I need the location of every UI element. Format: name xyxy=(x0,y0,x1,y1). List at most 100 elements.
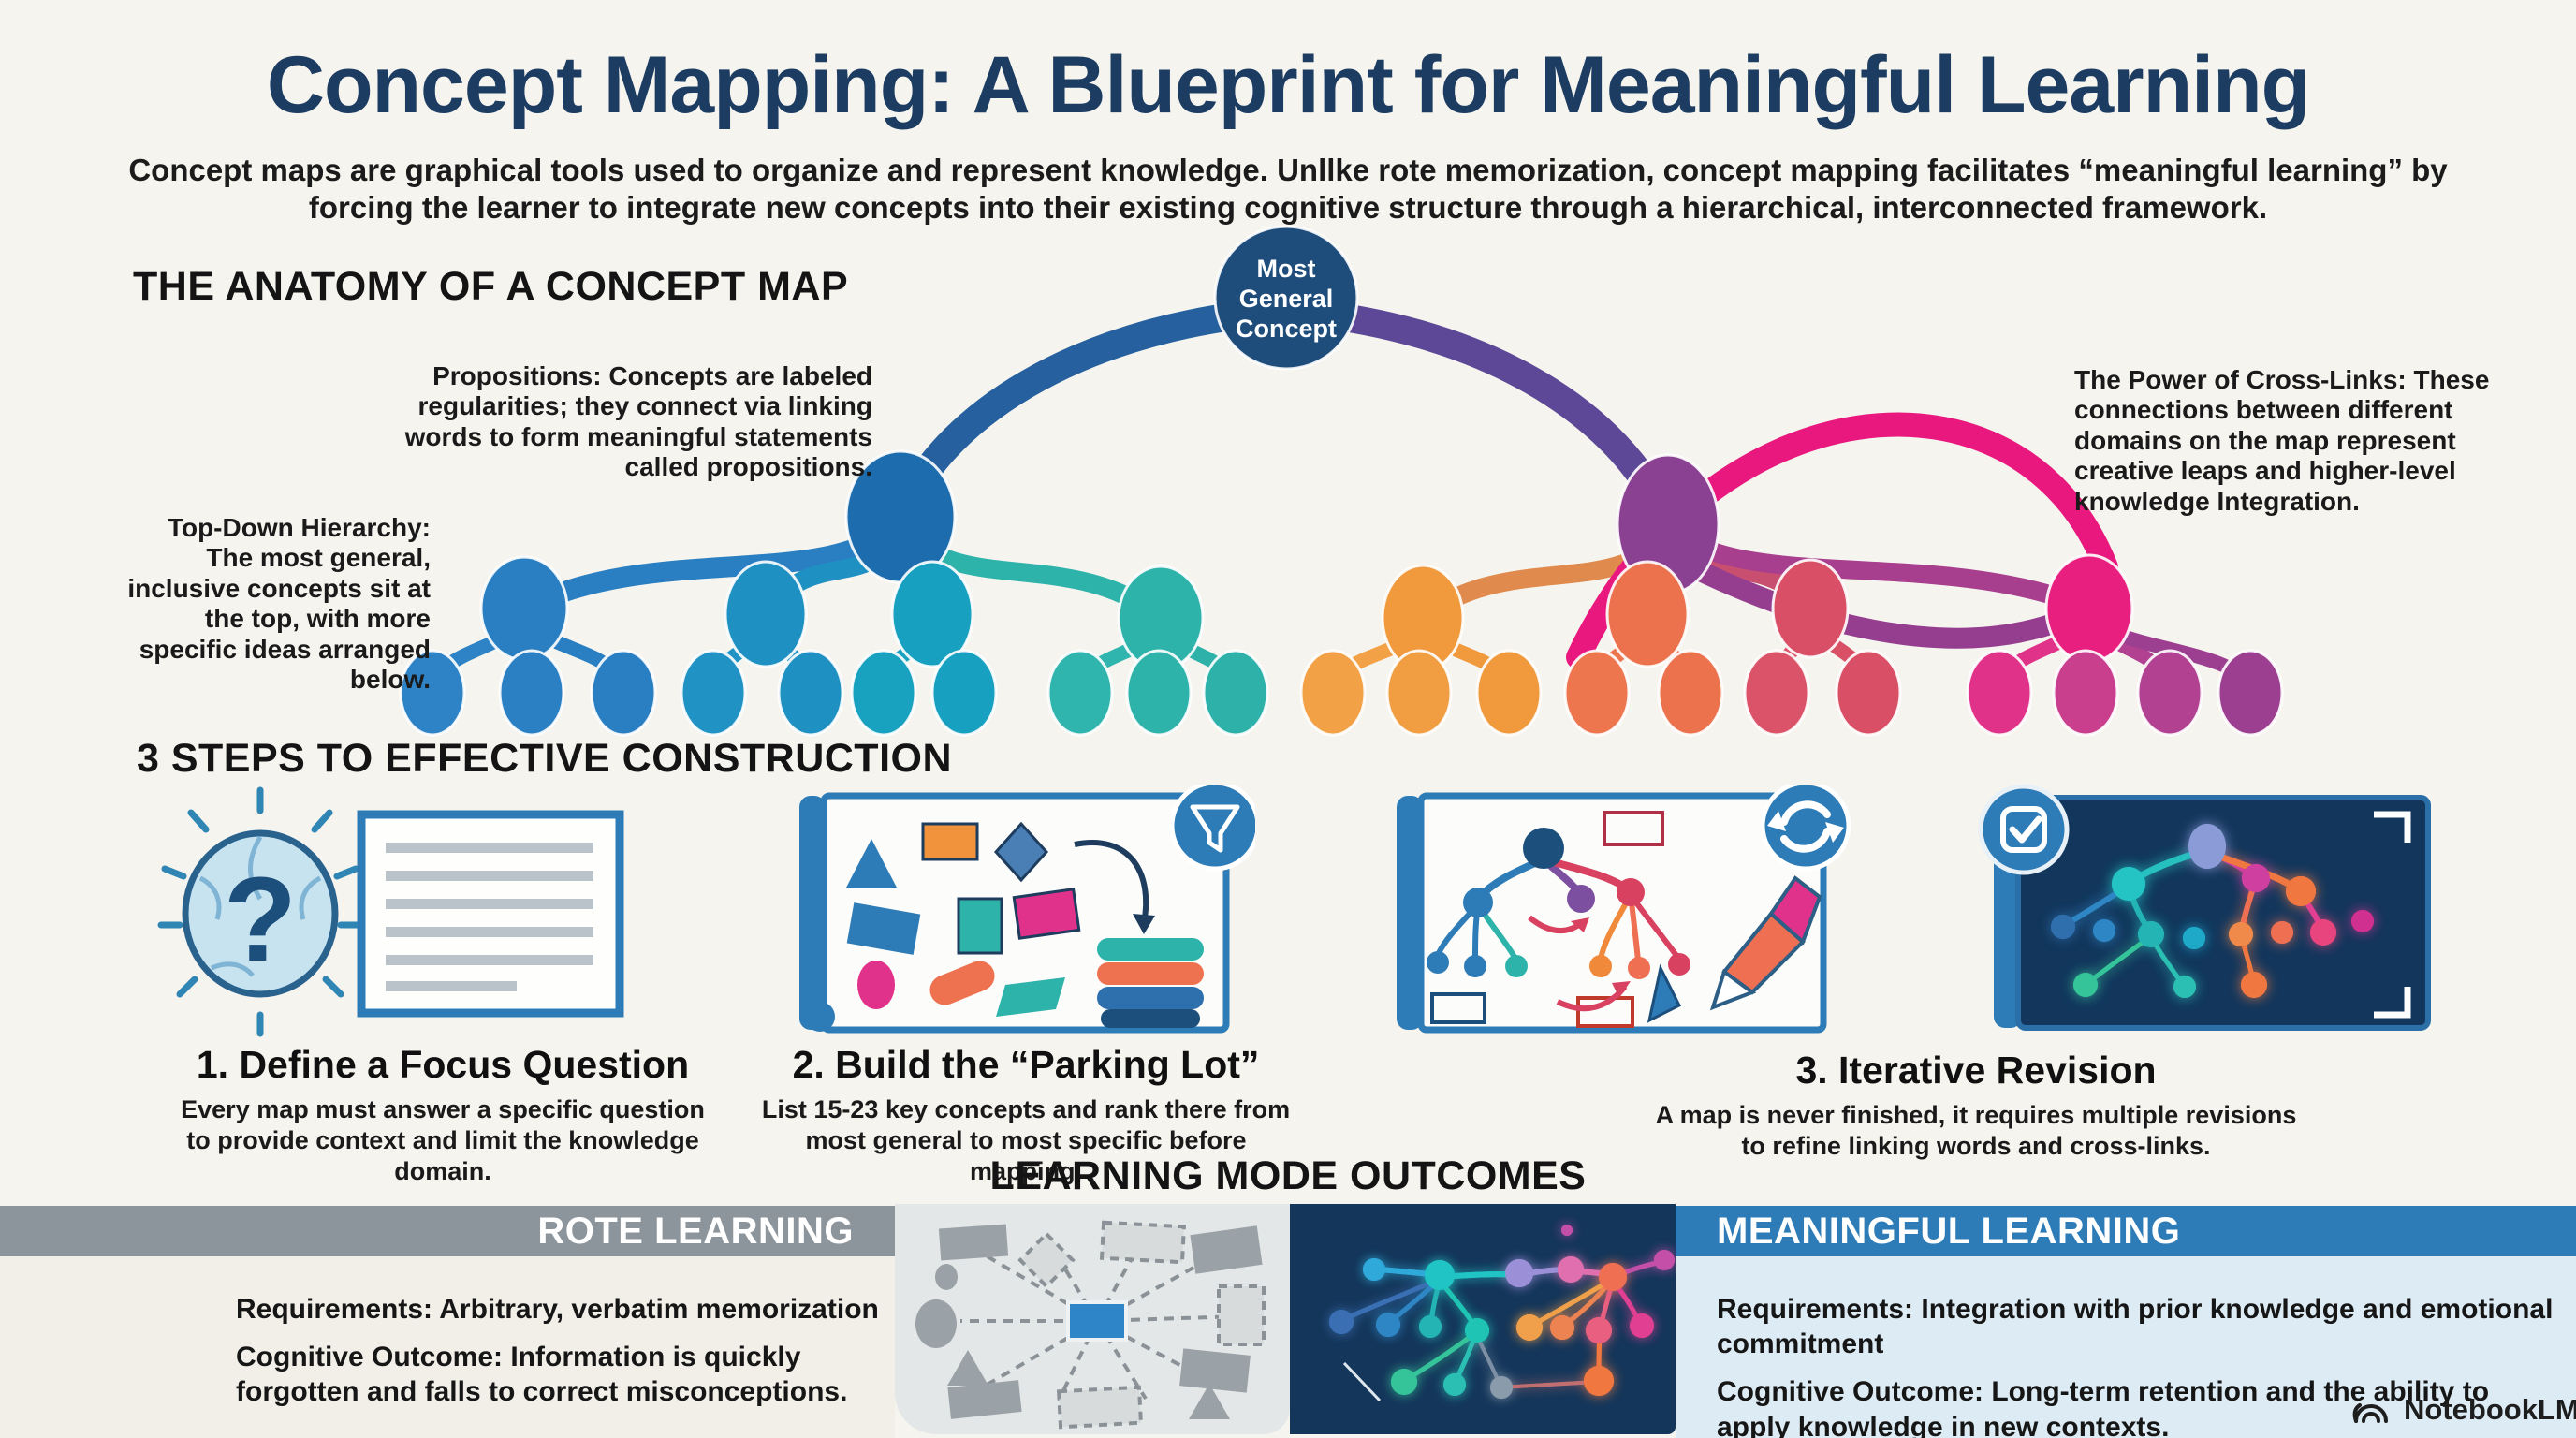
tree-link xyxy=(925,607,972,700)
outcomes-section-heading: LEARNING MODE OUTCOMES xyxy=(989,1153,1587,1198)
page-title: Concept Mapping: A Blueprint for Meaning… xyxy=(266,40,2310,130)
rote-learning-header-bar: ROTE LEARNING xyxy=(0,1206,895,1256)
rote-learning-text: Requirements: Arbitrary, verbatim memori… xyxy=(236,1292,882,1423)
rote-learning-panel: Requirements: Arbitrary, verbatim memori… xyxy=(0,1256,895,1438)
concept-node xyxy=(724,560,808,668)
rote-requirements-label: Requirements: xyxy=(236,1294,433,1325)
concept-node xyxy=(498,649,565,737)
step2-text: List 15-23 key concepts and rank there f… xyxy=(761,1095,1291,1185)
tree-link xyxy=(1415,610,1516,700)
watermark-label: NotebookLM xyxy=(2404,1393,2576,1426)
step3-caption: 3. Iterative Revision A map is never fin… xyxy=(1646,1049,2306,1162)
concept-node xyxy=(1385,649,1453,737)
tree-link xyxy=(2078,601,2097,700)
document-lines-icon xyxy=(357,810,624,1018)
meaningful-learning-header-bar: MEANINGFUL LEARNING xyxy=(1676,1206,2576,1256)
propositions-label: Propositions: xyxy=(432,361,602,390)
tree-link xyxy=(706,607,773,700)
concept-node xyxy=(1657,649,1724,737)
notebooklm-watermark: NotebookLM xyxy=(2351,1393,2576,1427)
concept-node xyxy=(2217,649,2284,737)
concept-node xyxy=(1117,565,1205,671)
meaningful-requirements-label: Requirements: xyxy=(1717,1294,1914,1325)
tree-link xyxy=(1992,601,2097,700)
tree-link xyxy=(1325,610,1430,700)
anatomy-section-heading: THE ANATOMY OF A CONCEPT MAP xyxy=(133,264,849,309)
tree-link xyxy=(2082,601,2258,700)
tree-link xyxy=(886,297,1300,531)
parking-lot-board-icon xyxy=(799,780,1261,1034)
concept-node xyxy=(2044,553,2134,664)
propositions-text: Concepts are labeled regularities; they … xyxy=(404,361,872,482)
tree-link xyxy=(1660,516,1819,617)
concept-node xyxy=(680,649,747,737)
cross-links-text: These connections between different doma… xyxy=(2074,365,2490,516)
cross-links-annotation: The Power of Cross-Links: These connecti… xyxy=(2074,365,2535,517)
concept-node xyxy=(1046,649,1114,737)
rote-outcome-text: Information is quickly forgotten and fal… xyxy=(236,1342,848,1408)
refresh-badge-icon xyxy=(1760,780,1852,872)
step3-title: 3. Iterative Revision xyxy=(1795,1049,2157,1092)
rote-requirements-text: Arbitrary, verbatim memorization xyxy=(432,1294,879,1325)
rote-outcome-label: Cognitive Outcome: xyxy=(236,1342,504,1373)
meaningful-outcome-text: Long-term retention and the ability to a… xyxy=(1717,1376,2490,1438)
step1-caption: 1. Define a Focus Question Every map mus… xyxy=(178,1043,708,1187)
tree-link xyxy=(1638,515,1677,624)
pen-icon xyxy=(1647,875,1822,1023)
concept-node xyxy=(479,555,569,662)
concept-node xyxy=(1616,453,1720,595)
step1-illustration: ? xyxy=(157,785,640,1041)
step3-text: A map is never finished, it requires mul… xyxy=(1655,1101,2297,1160)
concept-node xyxy=(1381,564,1465,672)
corner-brackets-icon xyxy=(2374,811,2411,1019)
tree-link xyxy=(517,601,631,700)
propositions-annotation: Propositions: Concepts are labeled regul… xyxy=(393,361,872,483)
step3-illustration xyxy=(1380,780,1852,1041)
concept-node xyxy=(1475,649,1543,737)
scattered-shapes-icon xyxy=(915,1220,1266,1430)
checkmark-badge-icon xyxy=(1978,784,2070,875)
concept-node xyxy=(1605,560,1690,668)
tree-link xyxy=(2082,601,2177,700)
concept-node xyxy=(1771,558,1850,659)
tree-link xyxy=(1153,610,1243,700)
step2-title: 2. Build the “Parking Lot” xyxy=(792,1043,1260,1086)
tree-link xyxy=(425,601,532,700)
step2-illustration xyxy=(783,780,1261,1041)
meaningful-outcome-label: Cognitive Outcome: xyxy=(1717,1376,1984,1408)
tree-link xyxy=(1272,297,1682,538)
concept-node xyxy=(2136,649,2203,737)
tree-link xyxy=(1803,601,1876,700)
steps-section-heading: 3 STEPS TO EFFECTIVE CONSTRUCTION xyxy=(137,736,953,781)
meaningful-learning-text: Requirements: Integration with prior kno… xyxy=(1717,1292,2564,1438)
tree-link xyxy=(1073,610,1168,700)
tree-link xyxy=(1413,515,1677,627)
step1-title: 1. Define a Focus Question xyxy=(196,1043,690,1086)
tree-link xyxy=(1640,607,1698,700)
tree-link xyxy=(1412,610,1430,700)
meaningful-requirements-text: Integration with prior knowledge and emo… xyxy=(1717,1294,2554,1360)
page-subtitle: Concept maps are graphical tools used to… xyxy=(128,153,2448,225)
step3b-illustration xyxy=(1973,784,2441,1041)
concept-node xyxy=(1299,649,1367,737)
concept-node xyxy=(1563,649,1631,737)
step1-text: Every map must answer a specific questio… xyxy=(181,1095,705,1185)
concept-node xyxy=(777,649,844,737)
tree-link xyxy=(1151,610,1168,700)
concept-node xyxy=(1213,225,1359,371)
tree-link xyxy=(517,601,539,700)
concept-node xyxy=(930,649,998,737)
tree-link xyxy=(1589,607,1655,700)
finished-map-screen-icon xyxy=(1978,784,2431,1031)
rote-learning-illustration xyxy=(895,1204,1290,1434)
brain-question-icon: ? xyxy=(157,786,624,1037)
funnel-badge-icon xyxy=(1169,780,1261,872)
cross-link xyxy=(1566,412,2118,669)
concept-node xyxy=(1202,649,1269,737)
hierarchy-label: Top-Down Hierarchy: xyxy=(167,513,431,542)
concept-node xyxy=(1743,649,1810,737)
tree-link xyxy=(1659,515,2099,618)
tree-link xyxy=(514,506,911,619)
